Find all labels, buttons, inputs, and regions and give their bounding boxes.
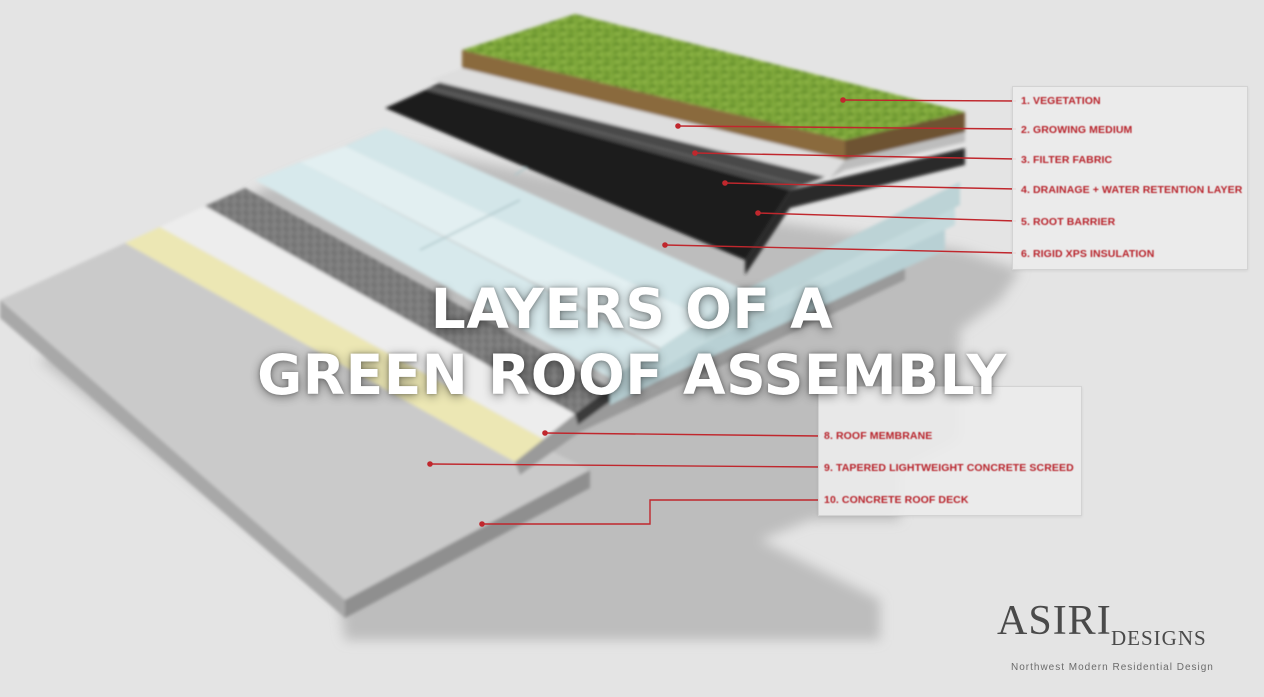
leader-filter-fabric [694, 152, 1017, 160]
label-concrete-deck: 10. CONCRETE ROOF DECK [824, 494, 969, 506]
logo-name: ASIRI [997, 598, 1112, 644]
label-drainage: 4. DRAINAGE + WATER RETENTION LAYER [1021, 184, 1243, 196]
label-rigid-xps: 6. RIGID XPS INSULATION [1021, 248, 1155, 260]
layer-growing-medium [462, 50, 965, 160]
layer-rigid-xps-insulation [255, 128, 960, 405]
title-line-1: LAYERS OF A [430, 277, 834, 341]
leader-dots [427, 97, 846, 527]
leader-rigid-xps [664, 244, 1017, 254]
leader-drainage [724, 182, 1017, 190]
brand-logo: ASIRI DESIGNS Northwest Modern Residenti… [995, 597, 1235, 677]
logo-tagline: Northwest Modern Residential Design [1011, 662, 1214, 673]
leader-concrete-screed [429, 463, 821, 468]
leader-lines [429, 99, 1017, 525]
page-title: LAYERS OF A GREEN ROOF ASSEMBLY [0, 276, 1264, 408]
layer-concrete-deck [0, 243, 590, 618]
leader-root-barrier [757, 212, 1017, 222]
layer-concrete-screed [125, 206, 905, 475]
label-filter-fabric: 3. FILTER FABRIC [1021, 154, 1113, 166]
layer-root-barrier [385, 90, 965, 275]
leader-growing-medium [677, 125, 1017, 130]
title-line-2: GREEN ROOF ASSEMBLY [257, 343, 1007, 407]
label-roof-membrane: 8. ROOF MEMBRANE [824, 430, 933, 442]
label-growing-medium: 2. GROWING MEDIUM [1021, 124, 1133, 136]
label-panel-upper [1012, 86, 1248, 270]
label-root-barrier: 5. ROOT BARRIER [1021, 216, 1116, 228]
layer-filter-fabric [430, 68, 965, 178]
label-panel-lower [818, 386, 1082, 516]
leader-roof-membrane [544, 432, 821, 437]
label-vegetation: 1. VEGETATION [1021, 95, 1101, 107]
label-concrete-screed: 9. TAPERED LIGHTWEIGHT CONCRETE SCREED [824, 462, 1074, 474]
logo-suffix: DESIGNS [1111, 626, 1207, 650]
layer-vegetation [462, 14, 965, 140]
leader-concrete-deck [482, 499, 820, 525]
layer-drainage [425, 82, 830, 190]
leader-vegetation [842, 99, 1017, 102]
